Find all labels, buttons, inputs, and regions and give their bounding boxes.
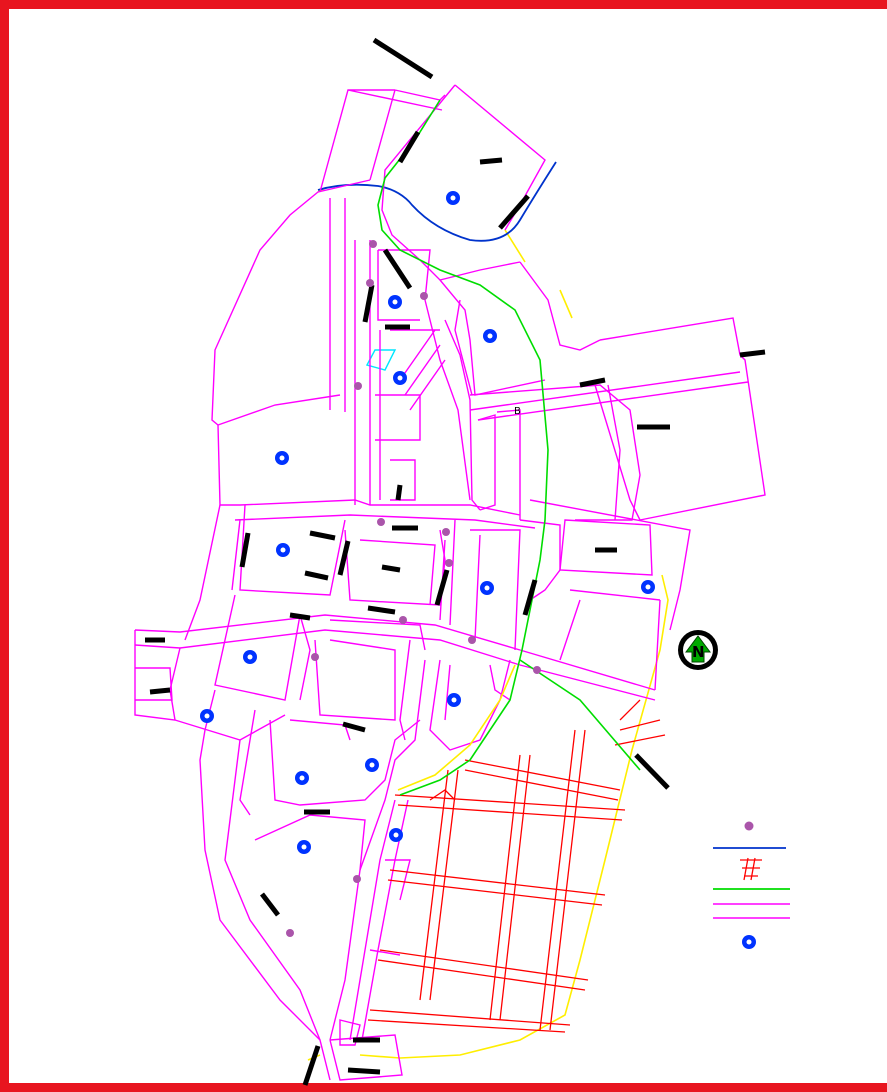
facility-marker-icon [243,650,257,664]
road-markers [145,37,766,1086]
map-legend [713,821,790,949]
river [317,161,557,242]
facility-marker-icon [365,758,379,772]
pipeline [377,99,549,796]
north-arrow-icon [685,635,711,663]
node-dot-icon [533,666,541,674]
node-dot-icon [377,518,385,526]
facility-marker-icon [388,295,402,309]
facility-marker-icon [480,581,494,595]
facility-marker-icon [641,580,655,594]
magenta-double-line-icon [713,903,790,919]
yellow-link [397,664,516,791]
node-dot-icon [442,528,450,536]
pipeline-secondary [519,659,641,771]
facility-marker-icon [393,371,407,385]
facility-marker-icon [447,693,461,707]
facility-marker-icon [483,329,497,343]
facility-marker-icon [742,935,756,949]
town-boundary [307,187,669,1061]
water-body [365,349,397,371]
street-network [134,84,766,1081]
facility-marker-icon [200,709,214,723]
red-hatch-icon [740,857,762,881]
block-label: B [514,406,521,417]
compass-letter: N [692,643,705,661]
north-compass: N [678,630,718,670]
node-dot-icon [369,240,377,248]
planned-grid [367,699,666,1033]
node-dot-icon [366,279,374,287]
facility-marker-icon [295,771,309,785]
node-dot-icon [445,559,453,567]
facility-markers [200,191,655,854]
node-dot-icon [399,616,407,624]
node-dot-icon [468,636,476,644]
node-dot-icon [311,653,319,661]
node-dots [286,240,541,937]
node-dot-icon [353,875,361,883]
node-dot-icon [286,929,294,937]
facility-marker-icon [276,543,290,557]
facility-marker-icon [389,828,403,842]
facility-marker-icon [297,840,311,854]
facility-marker-icon [446,191,460,205]
node-dot-icon [354,382,362,390]
node-dot-icon [744,821,754,831]
node-dot-icon [420,292,428,300]
facility-marker-icon [275,451,289,465]
